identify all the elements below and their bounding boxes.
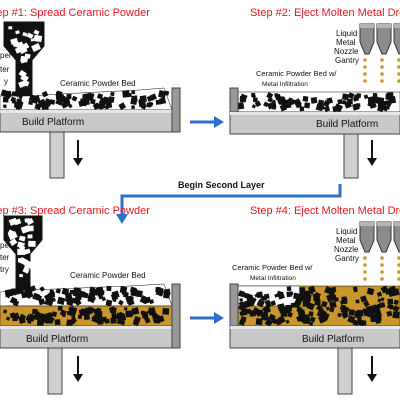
step-4-nozzle-gantry — [359, 221, 400, 253]
step-1-build-platform: Build Platform — [0, 87, 181, 133]
step-4-powder-bed — [237, 285, 400, 327]
step-4-bed-label-2: Metal Infiltration — [250, 275, 296, 282]
step-4-piston — [337, 347, 353, 395]
step-2-title: Step #2: Eject Molten Metal Drops — [250, 7, 400, 19]
step-2-gantry-label-2: Metal — [336, 38, 356, 47]
step-3-panel: Step #3: Spread Ceramic Powder per ter t… — [0, 205, 181, 395]
step-3-hopper-label-2: ter — [0, 253, 10, 262]
step-4-down-arrow — [367, 356, 377, 382]
step-1-powder-bed — [0, 87, 173, 111]
step-2-down-arrow — [367, 140, 377, 166]
step-2-bed-label: Ceramic Powder Bed w/ — [256, 69, 337, 78]
arrow-step1-to-step2 — [190, 116, 224, 128]
step-2-bed-label-2: Metal Infiltration — [262, 81, 308, 88]
step-1-hopper-particles — [8, 26, 43, 89]
step-1-hopper-label-1: per — [0, 51, 12, 60]
step-3-down-arrow — [73, 356, 83, 382]
step-1-hopper — [3, 21, 45, 99]
step-4-gantry-label-3: Nozzle — [334, 245, 359, 254]
arrow-step3-to-step4 — [190, 312, 224, 324]
step-2-gantry-label-1: Liquid — [336, 29, 357, 38]
step-3-hopper — [3, 215, 43, 293]
step-1-hopper-label-3: y — [4, 77, 8, 86]
step-1-bed-label: Ceramic Powder Bed — [60, 79, 136, 88]
step-4-gantry-label-1: Liquid — [336, 227, 357, 236]
step-4-panel: Step #4: Eject Molten Metal Drops Liquid… — [229, 205, 400, 395]
step-1-panel: Step #1: Spread Ceramic Powder per ter y… — [0, 7, 181, 179]
second-layer-connector: Begin Second Layer — [116, 178, 342, 224]
step-1-hopper-label-2: ter — [0, 65, 10, 74]
step-2-panel: Step #2: Eject Molten Metal Drops Liquid… — [229, 7, 400, 179]
step-4-build-platform: Build Platform — [229, 283, 400, 349]
step-2-powder-bed — [235, 91, 400, 113]
step-1-down-arrow — [73, 140, 83, 166]
step-4-gantry-label-2: Metal — [336, 236, 356, 245]
step-2-metal-drops — [363, 58, 400, 83]
step-3-powder-bed — [0, 283, 173, 327]
step-4-platform-label: Build Platform — [302, 334, 364, 345]
step-2-gantry-label-3: Nozzle — [334, 47, 359, 56]
step-3-piston — [47, 347, 63, 395]
step-4-metal-drops — [363, 256, 400, 281]
step-3-build-platform: Build Platform — [0, 283, 181, 349]
step-4-bed-label: Ceramic Powder Bed w/ — [232, 263, 313, 272]
step-2-nozzle-gantry — [359, 23, 400, 55]
step-2-platform-label: Build Platform — [316, 119, 378, 130]
step-2-build-platform: Build Platform — [229, 87, 400, 135]
step-1-piston — [49, 131, 65, 179]
step-2-gantry-label-4: Gantry — [335, 56, 359, 65]
step-3-hopper-label-1: per — [0, 241, 12, 250]
step-3-hopper-label-3: try — [0, 265, 9, 274]
step-4-gantry-label-4: Gantry — [335, 254, 359, 263]
step-3-platform-label: Build Platform — [26, 334, 88, 345]
step-4-title: Step #4: Eject Molten Metal Drops — [250, 205, 400, 217]
step-1-title: Step #1: Spread Ceramic Powder — [0, 7, 150, 19]
step-2-piston — [343, 133, 359, 179]
step-3-title: Step #3: Spread Ceramic Powder — [0, 205, 150, 217]
step-3-bed-label: Ceramic Powder Bed — [70, 271, 146, 280]
connector-label: Begin Second Layer — [178, 180, 265, 190]
step-1-platform-label: Build Platform — [22, 117, 84, 128]
